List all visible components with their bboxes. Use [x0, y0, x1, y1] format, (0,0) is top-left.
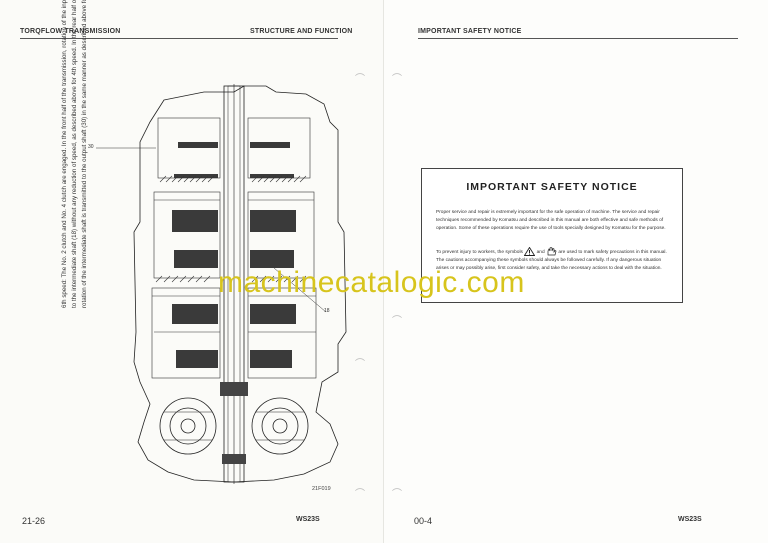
binder-hole-mark: ⌒ [355, 489, 365, 500]
right-page-header: IMPORTANT SAFETY NOTICE [418, 28, 522, 35]
paragraph-2-text-c: are used to mark safety precautions in t… [436, 249, 667, 271]
safety-notice-paragraph-1: Proper service and repair is extremely i… [436, 210, 666, 231]
binder-hole-mark: ⌒ [355, 359, 365, 370]
safety-notice-box: IMPORTANT SAFETY NOTICE Proper service a… [421, 168, 683, 303]
rotated-body-text: 6th speed: The No. 2 clutch and No. 4 cl… [61, 0, 88, 308]
binder-hole-mark: ⌒ [392, 74, 402, 85]
paragraph-2-text-a: To prevent injury to workers, the symbol… [436, 249, 523, 255]
right-page-number: 00-4 [414, 516, 433, 526]
right-header-rule [418, 38, 738, 39]
paragraph-2-text-b: and [536, 249, 545, 255]
safety-notice-title: IMPORTANT SAFETY NOTICE [466, 181, 638, 193]
binder-hole-mark: ⌒ [355, 74, 365, 85]
safety-notice-paragraph-2: To prevent injury to workers, the symbol… [436, 247, 672, 273]
binder-hole-mark: ⌒ [392, 489, 402, 500]
left-page: TORQFLOW TRANSMISSION STRUCTURE AND FUNC… [20, 0, 365, 526]
right-model-code: WS23S [678, 516, 702, 523]
figure-code: 21F019 [312, 486, 331, 492]
left-page-header-section: TORQFLOW TRANSMISSION [20, 28, 121, 35]
left-page-number: 21-26 [22, 516, 46, 526]
watermark: machinecatalogic.com [218, 266, 525, 299]
left-model-code: WS23S [296, 516, 320, 523]
left-page-header-chapter: STRUCTURE AND FUNCTION [250, 28, 353, 35]
binder-hole-mark: ⌒ [392, 316, 402, 327]
callout-18: 18 [324, 308, 330, 314]
left-header-rule [20, 38, 338, 39]
callout-30: 30 [88, 144, 94, 150]
caution-hand-icon [547, 247, 557, 256]
transmission-cross-section-drawing [96, 84, 347, 484]
warning-triangle-icon [524, 247, 536, 256]
